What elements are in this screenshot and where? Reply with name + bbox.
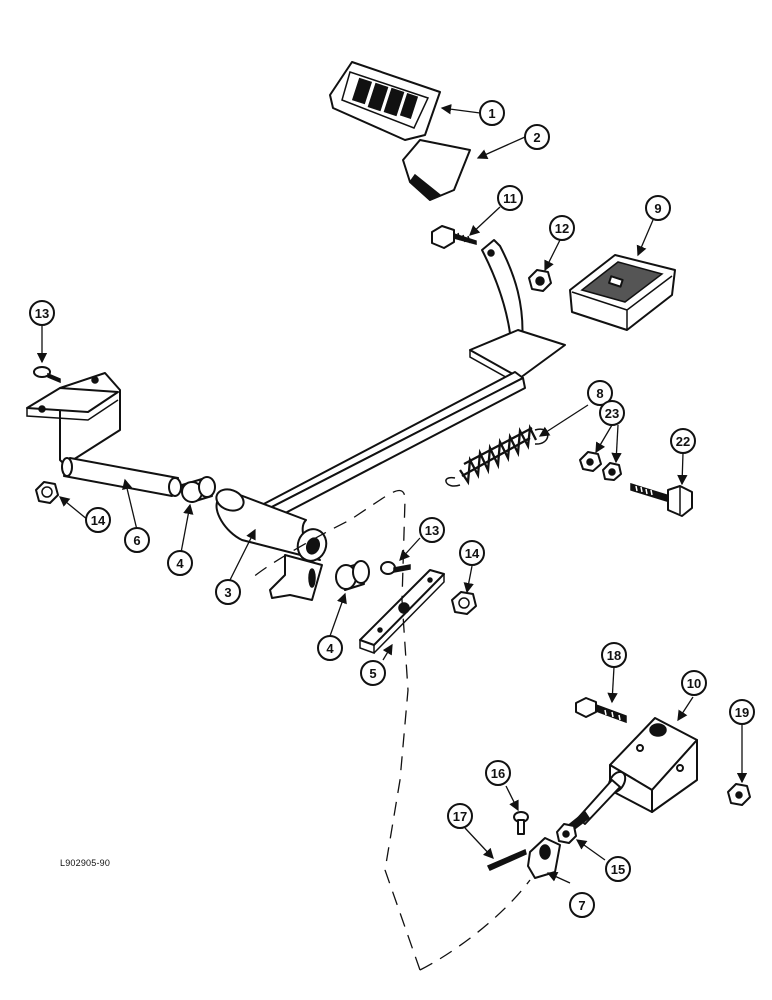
svg-text:13: 13 — [425, 523, 439, 538]
callout-14a: 14 — [85, 507, 111, 533]
svg-text:23: 23 — [605, 406, 619, 421]
svg-text:1: 1 — [488, 106, 495, 121]
switch-block — [564, 717, 698, 836]
rubber-pad — [569, 254, 676, 331]
callout-17: 17 — [447, 803, 473, 829]
svg-text:3: 3 — [224, 585, 231, 600]
screw-13b — [380, 561, 411, 575]
svg-text:13: 13 — [35, 306, 49, 321]
callout-15: 15 — [605, 856, 631, 882]
svg-text:2: 2 — [533, 130, 540, 145]
bolt-18 — [575, 697, 627, 724]
nut-14a — [35, 481, 59, 504]
callout-6: 6 — [124, 527, 150, 553]
callout-22: 22 — [670, 428, 696, 454]
callout-14b: 14 — [459, 540, 485, 566]
nut-15 — [556, 823, 577, 844]
svg-text:14: 14 — [91, 513, 106, 528]
clevis-pin-16 — [513, 811, 529, 835]
svg-text:4: 4 — [326, 641, 334, 656]
svg-text:9: 9 — [654, 201, 661, 216]
svg-text:8: 8 — [596, 386, 603, 401]
callout-4b: 4 — [317, 635, 343, 661]
nut-23a — [579, 451, 602, 472]
svg-text:4: 4 — [176, 556, 184, 571]
nut-19 — [727, 783, 751, 806]
svg-text:17: 17 — [453, 809, 467, 824]
callout-12: 12 — [549, 215, 575, 241]
svg-text:15: 15 — [611, 862, 625, 877]
pedal-pad — [329, 61, 441, 141]
pedal-cover — [402, 139, 471, 201]
bolt-11 — [431, 225, 477, 249]
mounting-bracket — [26, 372, 121, 466]
svg-text:22: 22 — [676, 434, 690, 449]
svg-text:12: 12 — [555, 221, 569, 236]
callout-3: 3 — [215, 579, 241, 605]
bolt-22 — [630, 482, 693, 517]
svg-text:16: 16 — [491, 766, 505, 781]
callout-10: 10 — [681, 670, 707, 696]
figure-reference-code: L902905-90 — [60, 858, 111, 868]
pivot-pin — [61, 457, 182, 497]
return-spring — [445, 424, 549, 487]
screw-13a — [33, 366, 61, 384]
callout-19: 19 — [729, 699, 755, 725]
callout-8: 8 — [587, 380, 613, 406]
callout-9: 9 — [645, 195, 671, 221]
callout-11: 11 — [497, 185, 523, 211]
svg-text:7: 7 — [578, 898, 585, 913]
svg-text:6: 6 — [133, 533, 140, 548]
callout-18: 18 — [601, 642, 627, 668]
callout-13b: 13 — [419, 517, 445, 543]
svg-text:19: 19 — [735, 705, 749, 720]
svg-text:14: 14 — [465, 546, 480, 561]
nut-23b — [602, 462, 622, 481]
callout-16: 16 — [485, 760, 511, 786]
nut-12 — [528, 269, 552, 292]
callout-2: 2 — [524, 124, 550, 150]
callout-13a: 13 — [29, 300, 55, 326]
cotter-pin-17 — [486, 848, 527, 871]
leader-lines — [36, 104, 748, 884]
clevis-7 — [527, 837, 561, 879]
callout-7: 7 — [569, 892, 595, 918]
callout-4a: 4 — [167, 550, 193, 576]
svg-text:10: 10 — [687, 676, 701, 691]
pedal-lever-assembly — [215, 239, 566, 601]
linkage-dashed-line — [249, 489, 531, 971]
callout-5: 5 — [360, 660, 386, 686]
callout-23: 23 — [599, 400, 625, 426]
bushing-4b — [335, 560, 370, 591]
bushing-4a — [181, 476, 216, 503]
callout-1: 1 — [479, 100, 505, 126]
svg-text:18: 18 — [607, 648, 621, 663]
nut-14b — [451, 591, 477, 615]
svg-text:5: 5 — [369, 666, 376, 681]
svg-text:11: 11 — [503, 191, 517, 206]
